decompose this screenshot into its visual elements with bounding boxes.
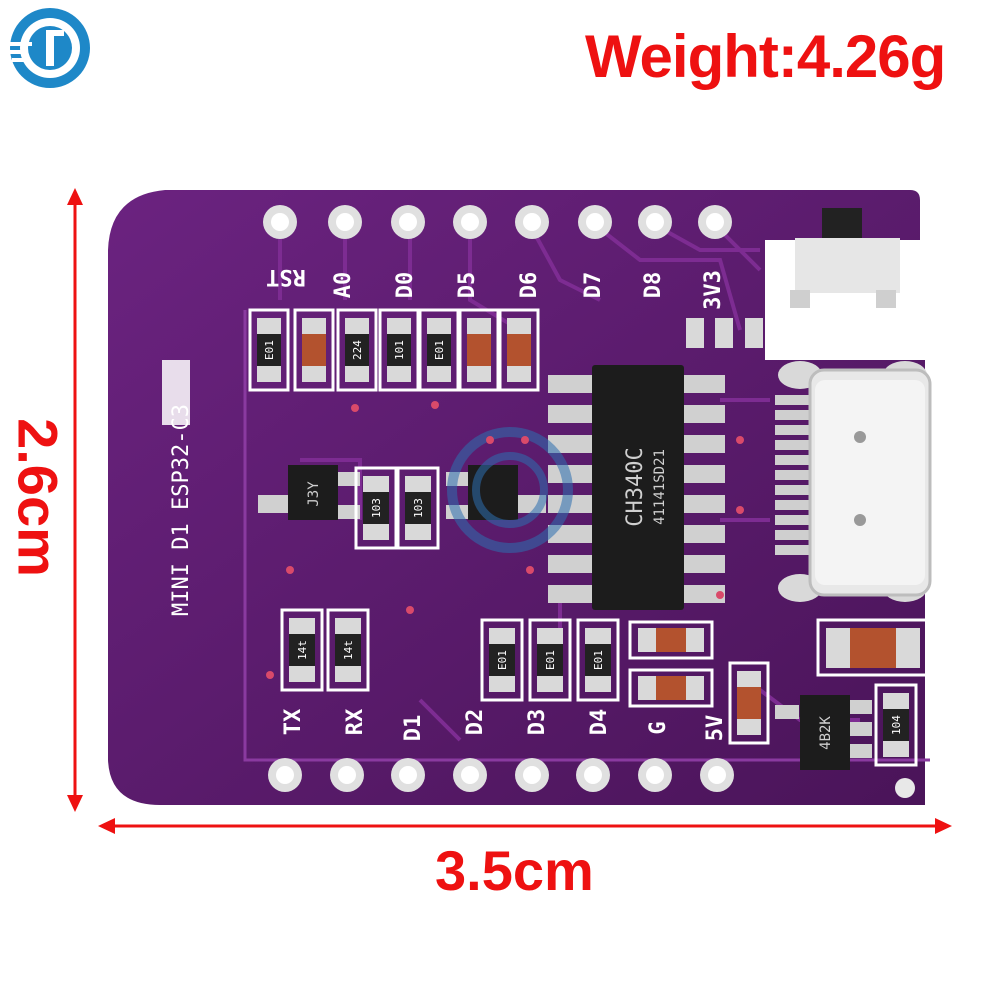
svg-text:E01: E01 bbox=[496, 650, 509, 670]
svg-text:TX: TX bbox=[281, 709, 306, 736]
svg-text:D1: D1 bbox=[401, 715, 426, 742]
svg-text:A0: A0 bbox=[331, 272, 356, 299]
svg-text:E01: E01 bbox=[592, 650, 605, 670]
svg-text:14t: 14t bbox=[342, 640, 355, 660]
bottom-mid-resistors bbox=[480, 618, 620, 702]
width-dimension-label: 3.5cm bbox=[435, 839, 594, 902]
height-dimension-label: 2.6cm bbox=[6, 418, 70, 577]
svg-text:D7: D7 bbox=[581, 272, 606, 299]
svg-text:104: 104 bbox=[890, 715, 903, 735]
svg-text:J3Y: J3Y bbox=[306, 481, 322, 507]
board-title: MINI D1 ESP32-C3 bbox=[169, 404, 194, 616]
svg-text:RST: RST bbox=[266, 264, 306, 289]
slide-switch-icon bbox=[768, 208, 912, 312]
svg-text:D8: D8 bbox=[641, 272, 666, 299]
svg-text:14t: 14t bbox=[296, 640, 309, 660]
svg-text:101: 101 bbox=[393, 340, 406, 360]
bottom-header-pins bbox=[268, 758, 734, 792]
svg-text:E01: E01 bbox=[544, 650, 557, 670]
svg-text:E01: E01 bbox=[263, 340, 276, 360]
svg-text:224: 224 bbox=[351, 340, 364, 360]
svg-text:103: 103 bbox=[412, 498, 425, 518]
ch340c-chip: CH340C 41141SD21 bbox=[548, 365, 725, 610]
svg-text:3V3: 3V3 bbox=[701, 270, 726, 310]
transistor-j3y: J3Y bbox=[258, 465, 360, 520]
top-pin-labels: RST A0 D0 D5 D6 D7 D8 3V3 bbox=[266, 264, 726, 310]
svg-text:4B2K: 4B2K bbox=[818, 716, 834, 750]
svg-text:D0: D0 bbox=[393, 272, 418, 299]
regulator-4b2k: 4B2K bbox=[775, 695, 872, 770]
usb-c-connector-icon bbox=[775, 361, 932, 602]
chip-code: 41141SD21 bbox=[652, 449, 668, 525]
svg-text:D3: D3 bbox=[525, 709, 550, 736]
weight-label: Weight:4.26g bbox=[585, 23, 946, 90]
chip-label: CH340C bbox=[623, 447, 648, 526]
svg-text:RX: RX bbox=[343, 709, 368, 736]
svg-text:D2: D2 bbox=[463, 709, 488, 736]
capacitors bbox=[628, 618, 930, 767]
svg-text:D5: D5 bbox=[455, 272, 480, 299]
svg-text:D6: D6 bbox=[517, 272, 542, 299]
bottom-pin-labels: TX RX D1 D2 D3 D4 G 5V bbox=[281, 709, 728, 742]
svg-text:E01: E01 bbox=[433, 340, 446, 360]
svg-text:103: 103 bbox=[370, 498, 383, 518]
svg-text:G: G bbox=[646, 721, 671, 734]
bottom-left-resistors bbox=[280, 608, 370, 692]
top-resistor-row bbox=[248, 308, 540, 392]
resistor-codes: E01 224 101 E01 103 103 14t 14t E01 E01 … bbox=[263, 340, 903, 735]
svg-text:D4: D4 bbox=[587, 709, 612, 736]
top-header-pins bbox=[263, 205, 732, 239]
svg-text:5V: 5V bbox=[703, 715, 728, 742]
